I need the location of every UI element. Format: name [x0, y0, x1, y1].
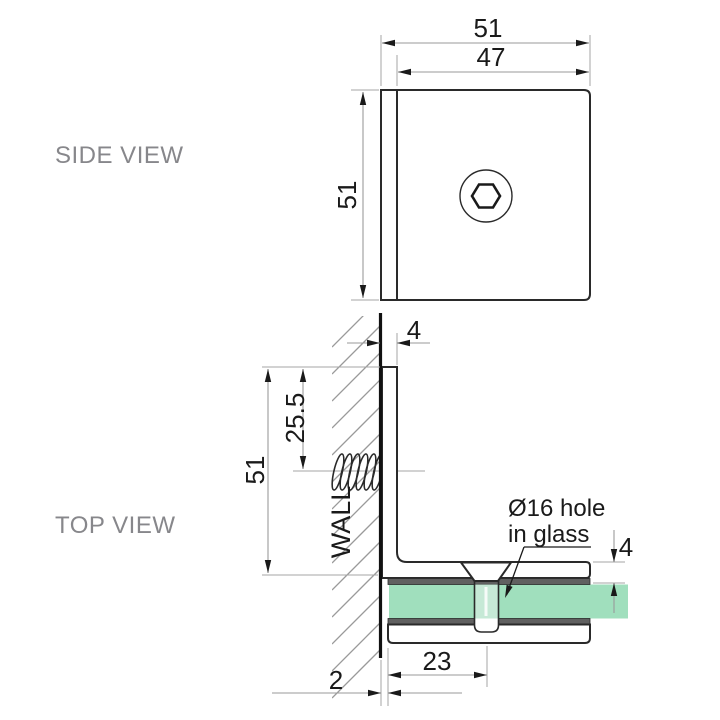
dim-wall-gap-text: 2: [329, 665, 343, 695]
dim-top-height-text: 51: [240, 456, 270, 485]
dim-glass-plate-text: 4: [619, 532, 633, 562]
callout-line1: Ø16 hole: [508, 495, 605, 522]
dim-side-height-text: 51: [332, 181, 362, 210]
dim-hole-offset: 23: [387, 646, 488, 706]
dim-plate-thickness-text: 4: [407, 315, 421, 345]
glass-screw: [459, 561, 513, 633]
side-view: 51 47 51: [332, 13, 591, 301]
side-view-backplate-edge: [380, 89, 398, 301]
dim-side-width-outer: 51: [380, 13, 591, 86]
callout-line2: in glass: [508, 521, 589, 548]
bottom-clamp-plate: [387, 623, 591, 644]
wall-label: WALL: [326, 486, 356, 559]
dim-wall-gap: 2: [272, 660, 462, 706]
dim-hole-offset-text: 23: [423, 646, 452, 676]
glass-screw-shaft-outline: [473, 581, 500, 633]
hex-socket-icon: [470, 183, 502, 209]
dim-screw-offset-text: 25.5: [280, 393, 310, 444]
dim-plate-thickness: 4: [347, 315, 430, 365]
dim-side-width-inner: 47: [396, 42, 589, 86]
bracket-l-profile: [381, 366, 591, 579]
dim-screw-offset: 25.5: [280, 369, 310, 469]
wall-screw-threads-icon: [331, 453, 385, 491]
dim-side-width-outer-text: 51: [474, 13, 503, 43]
screw-head-icon: [459, 169, 513, 223]
side-view-label: SIDE VIEW: [55, 142, 184, 169]
callout-arrow-icon: [505, 584, 513, 598]
glass-screw-head-icon: [459, 561, 513, 582]
dim-glass-plate: 4: [593, 530, 633, 613]
dim-side-height: 51: [332, 89, 379, 301]
glass-screw-shaft-lower: [474, 618, 499, 629]
dim-top-height: 51: [240, 369, 272, 573]
top-view: WALL 4 51: [240, 313, 633, 706]
dim-side-width-inner-text: 47: [477, 42, 506, 72]
top-view-label: TOP VIEW: [55, 512, 176, 539]
callout-glass-hole: Ø16 hole in glass: [505, 495, 605, 598]
